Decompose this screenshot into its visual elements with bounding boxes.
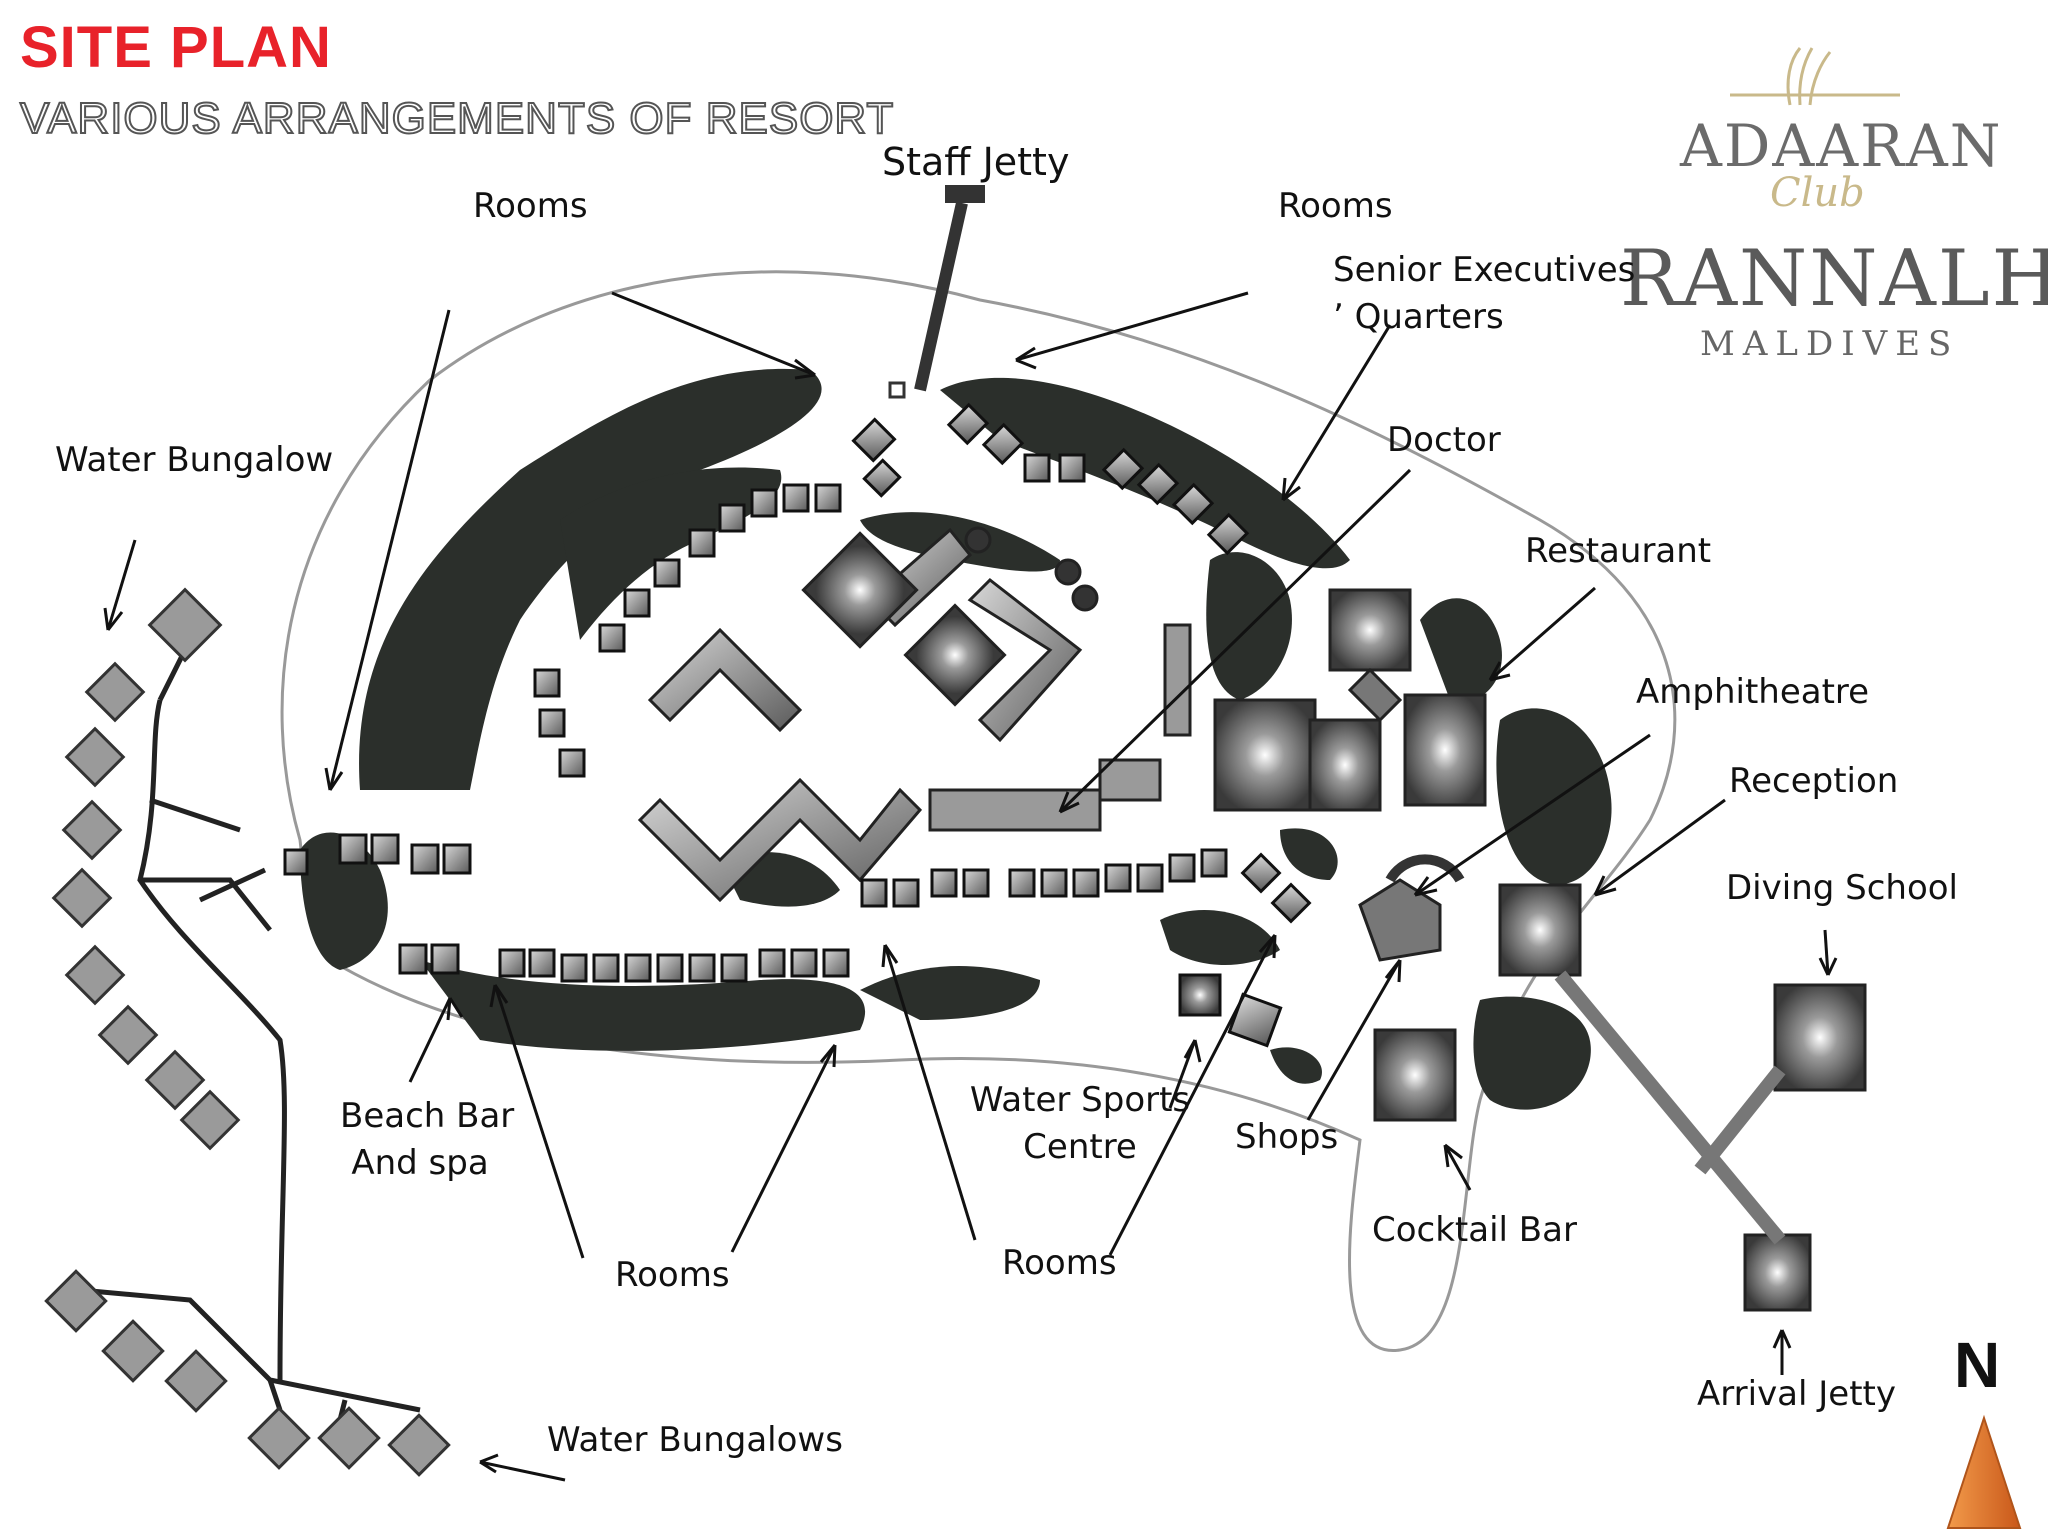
page-subtitle: VARIOUS ARRANGEMENTS OF RESORT <box>19 93 895 144</box>
logo-wordmark-club: Club <box>1770 170 1865 216</box>
label-water-sports: Water Sports <box>969 1080 1191 1120</box>
label-arrival-jetty: Arrival Jetty <box>1697 1374 1897 1414</box>
label-water-bungalow: Water Bungalow <box>55 440 334 480</box>
label-cocktail-bar: Cocktail Bar <box>1372 1210 1577 1250</box>
water-bungalow-units-west <box>51 587 241 1151</box>
label-centre: Centre <box>1023 1127 1137 1167</box>
logo-wordmark-maldives: MALDIVES <box>1700 324 1960 364</box>
leader-lines <box>103 291 1838 1482</box>
label-and-spa: And spa <box>351 1143 489 1183</box>
label-doctor: Doctor <box>1387 420 1501 460</box>
label-rooms-south-2: Rooms <box>1002 1243 1117 1283</box>
logo-emblem <box>1730 47 1900 106</box>
logo-wordmark-adaaran: ADAARAN <box>1680 112 2003 180</box>
long-buildings <box>928 623 1192 832</box>
room-rows <box>283 402 1312 1048</box>
east-buildings <box>1358 854 1867 1312</box>
label-shops: Shops <box>1235 1117 1339 1157</box>
label-restaurant: Restaurant <box>1525 531 1712 571</box>
north-arrow-icon <box>1946 1414 2022 1529</box>
logo-wordmark-rannalhi: RANNALHI <box>1620 234 2048 324</box>
label-quarters: ’ Quarters <box>1333 297 1504 337</box>
restaurant-cluster <box>1213 588 1487 812</box>
page-title: SITE PLAN <box>20 15 332 80</box>
label-amphitheatre: Amphitheatre <box>1636 672 1870 712</box>
label-reception: Reception <box>1729 761 1899 801</box>
label-senior-executives: Senior Executives <box>1333 250 1636 290</box>
label-diving-school: Diving School <box>1726 868 1959 908</box>
water-bungalow-units-south <box>44 1269 451 1477</box>
label-rooms-ne: Rooms <box>1278 186 1393 226</box>
label-water-bungalows: Water Bungalows <box>547 1420 843 1460</box>
label-beach-bar: Beach Bar <box>340 1096 515 1136</box>
north-label: N <box>1954 1329 2001 1401</box>
label-staff-jetty: Staff Jetty <box>882 140 1070 184</box>
label-rooms-south-1: Rooms <box>615 1255 730 1295</box>
staff-jetty <box>888 185 985 399</box>
pavilions <box>801 526 1099 707</box>
vegetation <box>300 368 1612 1110</box>
water-bungalow-tree-west <box>137 638 287 1381</box>
label-rooms-nw: Rooms <box>473 186 588 226</box>
